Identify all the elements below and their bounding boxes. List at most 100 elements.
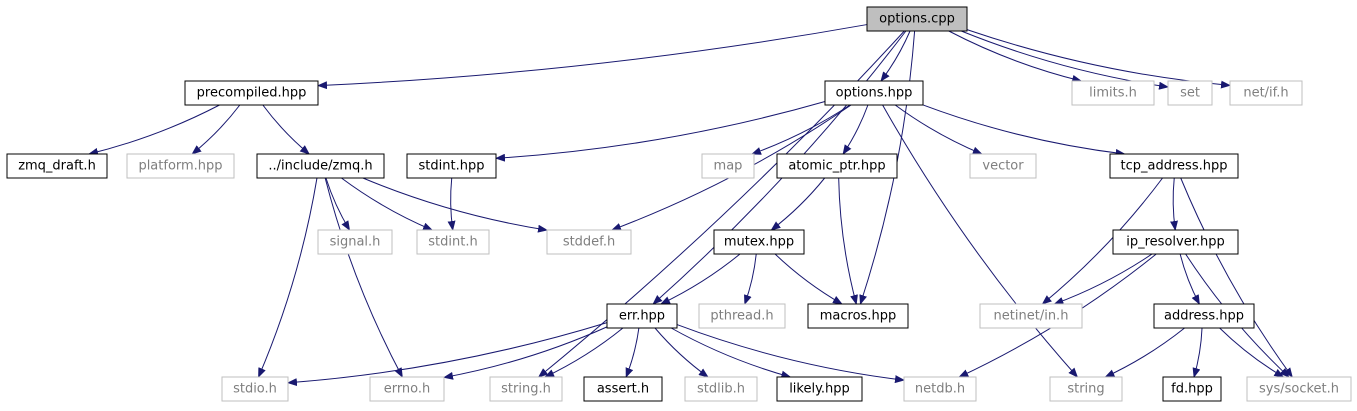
node-box (1162, 376, 1222, 402)
node-label: pthread.h (710, 309, 773, 324)
node-atomic-ptr-hpp[interactable]: atomic_ptr.hpp (776, 153, 898, 179)
node-label: assert.h (597, 382, 649, 397)
nodes-layer: options.cpp precompiled.hpp options.hpp lim… (6, 6, 1352, 402)
node-box (6, 153, 108, 179)
node-label: string.h (501, 382, 551, 397)
node-box (866, 6, 968, 32)
edge-options_hpp-to-atomic_ptr_hpp (842, 104, 869, 155)
node-label: fd.hpp (1171, 382, 1213, 397)
node-precompiled-hpp[interactable]: precompiled.hpp (184, 80, 319, 106)
edge-ip_resolver_hpp-to-address_hpp (1179, 253, 1200, 305)
edge-atomic_ptr_hpp-to-mutex_hpp (770, 177, 826, 231)
node-box (1071, 80, 1155, 106)
edges-layer (88, 24, 1293, 387)
node-label: tcp_address.hpp (1121, 159, 1228, 174)
node-likely-hpp[interactable]: likely.hpp (776, 376, 863, 402)
node-box (824, 80, 924, 106)
node-macros-hpp[interactable]: macros.hpp (807, 303, 909, 329)
node-label: map (714, 159, 743, 174)
node-label: set (1180, 86, 1200, 101)
node-label: likely.hpp (789, 382, 850, 397)
node-box (903, 376, 977, 402)
edge-err_hpp-to-netdb_h (676, 324, 905, 384)
edge-precompiled_hpp-to-include_zmq_h (262, 104, 310, 155)
node-net-if-h: net/if.h (1229, 80, 1303, 106)
node-label: errno.h (384, 382, 431, 397)
node-signal-h: signal.h (317, 229, 393, 255)
node-limits-h: limits.h (1071, 80, 1155, 106)
node-box (489, 376, 563, 402)
node-label: net/if.h (1243, 86, 1288, 101)
node-stdio-h: stdio.h (221, 376, 289, 402)
node-box (1049, 376, 1123, 402)
edge-options_cpp-to-set (961, 30, 1169, 90)
node-label: err.hpp (619, 309, 665, 324)
node-box (221, 376, 289, 402)
node-zmq-draft-h[interactable]: zmq_draft.h (6, 153, 108, 179)
node-map: map (701, 153, 755, 179)
node-vector: vector (969, 153, 1037, 179)
node-address-hpp[interactable]: address.hpp (1153, 303, 1255, 329)
edge-err_hpp-to-errno_h (443, 326, 608, 380)
edge-mutex_hpp-to-pthread_h (744, 253, 757, 305)
node-label: netinet/in.h (994, 309, 1069, 324)
node-options-cpp[interactable]: options.cpp (866, 6, 968, 32)
edge-include_zmq_h-to-errno_h (324, 177, 403, 378)
edge-err_hpp-to-assert_h (625, 327, 640, 378)
node-label: options.cpp (879, 12, 955, 27)
node-label: zmq_draft.h (18, 159, 96, 174)
node-box (1109, 153, 1239, 179)
node-box (713, 229, 805, 255)
node-netinet-in-h: netinet/in.h (979, 303, 1083, 329)
node-string: string (1049, 376, 1123, 402)
node-box (698, 303, 786, 329)
edge-mutex_hpp-to-macros_hpp (774, 253, 843, 305)
node-include-zmq-h[interactable]: ../include/zmq.h (256, 153, 385, 179)
edge-ip_resolver_hpp-to-netinet_in_h (1053, 253, 1153, 305)
node-label: address.hpp (1164, 309, 1244, 324)
node-box (776, 153, 898, 179)
node-label: precompiled.hpp (197, 86, 307, 101)
node-label: signal.h (330, 235, 381, 250)
edge-tcp_address_hpp-to-ip_resolver_hpp (1170, 177, 1178, 231)
node-assert-h[interactable]: assert.h (583, 376, 663, 402)
node-label: stdlib.h (697, 382, 745, 397)
edge-err_hpp-to-string_h (544, 327, 624, 378)
node-fd-hpp[interactable]: fd.hpp (1162, 376, 1222, 402)
node-box (701, 153, 755, 179)
edge-atomic_ptr_hpp-to-macros_hpp (838, 177, 858, 305)
node-pthread-h: pthread.h (698, 303, 786, 329)
node-stdint-hpp[interactable]: stdint.hpp (406, 153, 497, 179)
node-box (979, 303, 1083, 329)
edge-address_hpp-to-sys_socket_h (1219, 327, 1285, 378)
node-label: mutex.hpp (724, 235, 794, 250)
edge-options_hpp-to-tcp_address_hpp (922, 104, 1126, 157)
edge-options_cpp-to-options_hpp (880, 30, 911, 82)
node-box (126, 153, 235, 179)
node-err-hpp[interactable]: err.hpp (606, 303, 678, 329)
edge-options_hpp-to-string (882, 104, 1079, 378)
node-box (1229, 80, 1303, 106)
node-stdlib-h: stdlib.h (684, 376, 758, 402)
node-label: string (1067, 382, 1104, 397)
edge-options_hpp-to-vector (894, 104, 983, 155)
edge-tcp_address_hpp-to-netinet_in_h (1041, 177, 1163, 305)
node-mutex-hpp[interactable]: mutex.hpp (713, 229, 805, 255)
node-box (256, 153, 385, 179)
node-box (406, 153, 497, 179)
node-ip-resolver-hpp[interactable]: ip_resolver.hpp (1112, 229, 1239, 255)
node-label: stdio.h (233, 382, 277, 397)
node-box (684, 376, 758, 402)
node-tcp-address-hpp[interactable]: tcp_address.hpp (1109, 153, 1239, 179)
edge-options_cpp-to-precompiled_hpp (317, 24, 868, 90)
node-label: netdb.h (915, 382, 965, 397)
node-options-hpp[interactable]: options.hpp (824, 80, 924, 106)
node-box (1246, 376, 1352, 402)
node-box (606, 303, 678, 329)
node-box (583, 376, 663, 402)
edge-mutex_hpp-to-err_hpp (660, 253, 741, 305)
node-label: stdint.h (428, 235, 477, 250)
node-label: stdint.hpp (419, 159, 485, 174)
edge-options_cpp-to-limits_h (948, 30, 1083, 83)
